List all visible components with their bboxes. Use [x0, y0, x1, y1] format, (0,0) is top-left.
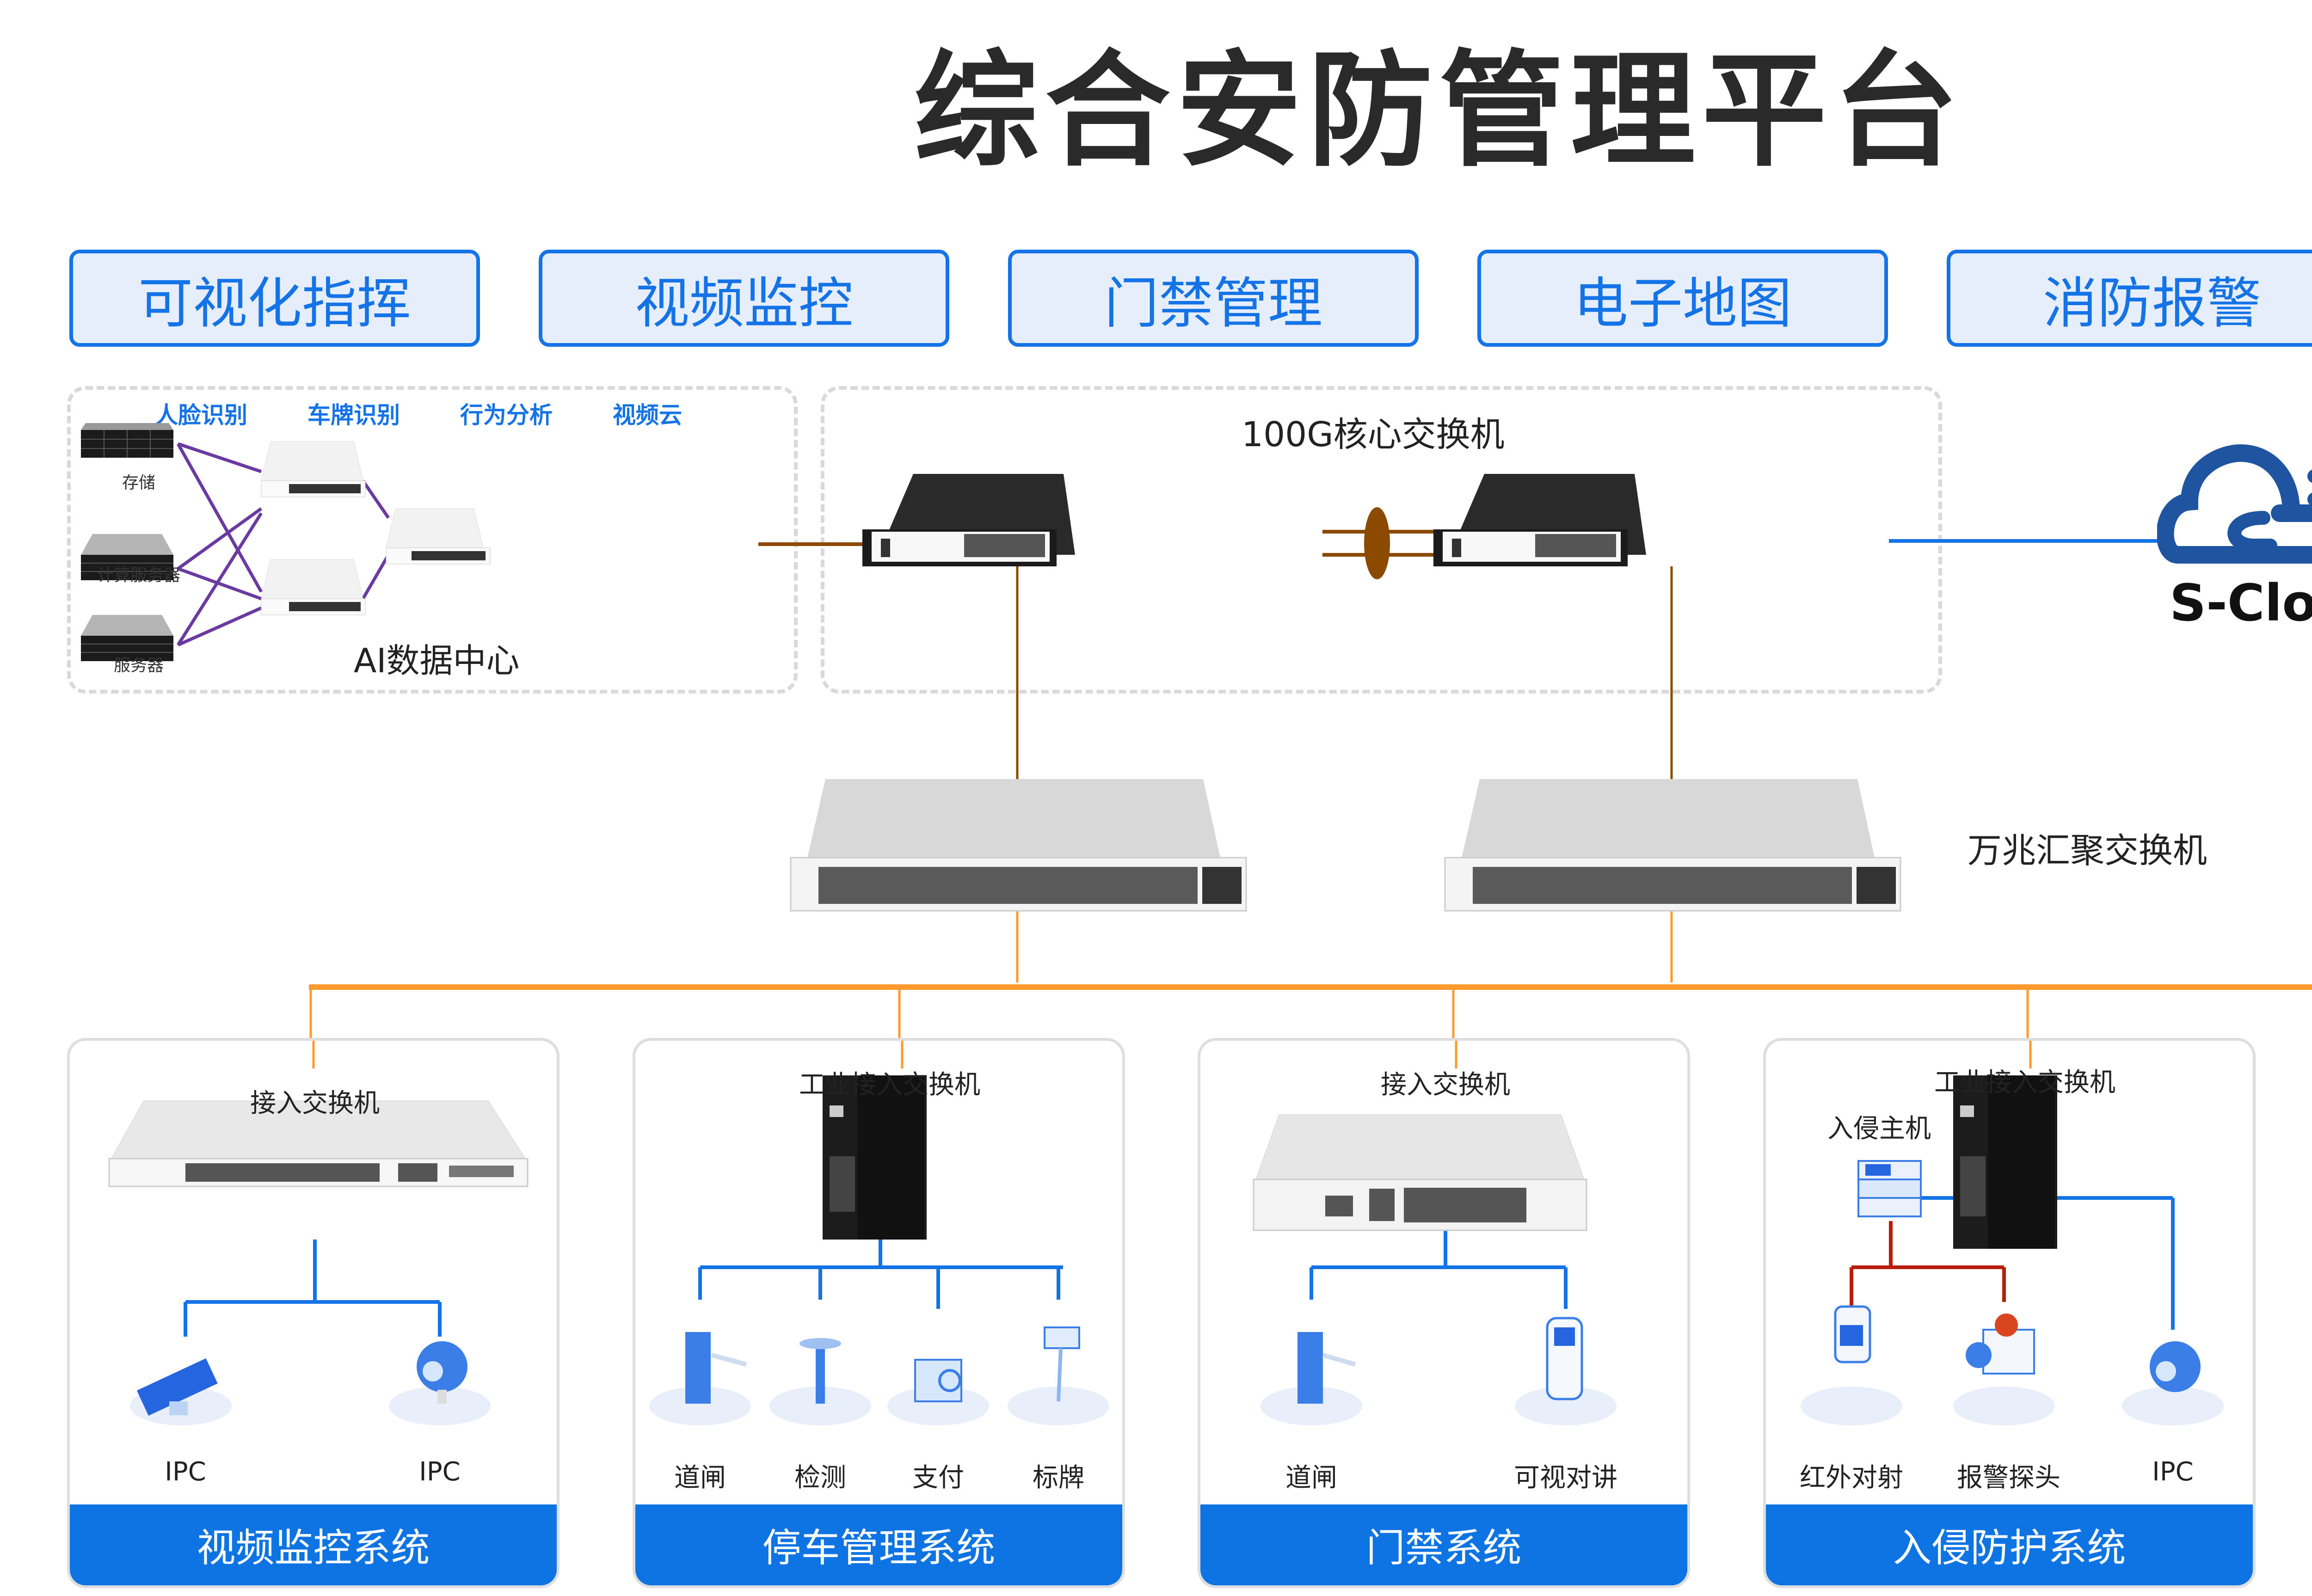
intrusion-host-icon	[1857, 1160, 1922, 1217]
service-plate-recognition: 车牌识别	[307, 402, 400, 429]
video-intercom-icon	[1515, 1317, 1617, 1425]
system-panel-access: 接入交换机 道闸 可视对讲 门禁系统	[1198, 1038, 1690, 1588]
module-access-control[interactable]: 门禁管理	[1008, 250, 1419, 347]
device-label-ipc-1: IPC	[165, 1457, 206, 1487]
aggregation-switch-1-icon	[790, 779, 1247, 912]
system-title[interactable]: 门禁系统	[1200, 1504, 1687, 1585]
ai-datacenter-caption: AI数据中心	[354, 641, 520, 680]
detector-icon	[769, 1338, 871, 1425]
link-aggregation-ring	[1364, 507, 1390, 579]
s-cloud-logo-icon	[2157, 444, 2312, 564]
service-behavior-analysis: 行为分析	[460, 402, 553, 429]
aggregation-switch-label: 万兆汇聚交换机	[1968, 831, 2207, 871]
infrared-beam-icon	[1801, 1305, 1902, 1425]
device-label-gate: 道闸	[674, 1463, 726, 1493]
industrial-switch-icon	[823, 1075, 927, 1240]
system-title[interactable]: 停车管理系统	[635, 1504, 1122, 1585]
module-electronic-map[interactable]: 电子地图	[1477, 250, 1888, 347]
aggregation-switch-2-icon	[1444, 779, 1901, 912]
server-icon	[81, 615, 173, 661]
bullet-camera-icon	[130, 1358, 232, 1425]
page-title: 综合安防管理平台	[914, 38, 1965, 184]
device-label-detection: 检测	[794, 1463, 846, 1493]
core-switch-label: 100G核心交换机	[1242, 415, 1505, 454]
intrusion-links	[1801, 1041, 2224, 1425]
parking-links	[649, 1041, 1109, 1425]
s-cloud-label: S-Cloud	[2170, 573, 2312, 632]
barrier-gate-icon	[1261, 1332, 1362, 1425]
module-visual-command[interactable]: 可视化指挥	[69, 250, 480, 347]
leaf-switch-1-icon	[261, 441, 366, 497]
storage-server-icon	[81, 423, 173, 458]
device-label-infrared: 红外对射	[1800, 1463, 1903, 1493]
400g-links	[176, 442, 390, 647]
barrier-gate-icon	[649, 1332, 751, 1425]
device-label-ipc-2: IPC	[419, 1457, 461, 1487]
access-switch-icon	[108, 1100, 529, 1187]
device-label-ipc: IPC	[2152, 1457, 2194, 1487]
leaf-switch-2-icon	[261, 559, 366, 615]
system-panel-intrusion: 工业接入交换机 入侵主机 红外对射 报警探头 IPC 入侵防护系统	[1763, 1038, 2256, 1588]
core-switch-2-icon	[1433, 474, 1646, 566]
module-fire-alarm[interactable]: 消防报警	[1947, 250, 2312, 347]
ai-datacenter-diagram	[81, 423, 491, 661]
system-title[interactable]: 视频监控系统	[70, 1504, 557, 1585]
system-panel-video: 接入交换机 IPC IPC 视频监控系统	[67, 1038, 560, 1588]
spine-switch-icon	[386, 508, 491, 565]
industrial-switch-icon	[1953, 1075, 2057, 1249]
switch-label: 接入交换机	[1381, 1070, 1510, 1100]
system-title[interactable]: 入侵防护系统	[1766, 1504, 2253, 1585]
dome-camera-icon	[389, 1341, 491, 1425]
core-switch-1-icon	[862, 474, 1075, 566]
host-label: 入侵主机	[1827, 1114, 1931, 1144]
service-face-recognition: 人脸识别	[155, 402, 247, 429]
payment-terminal-icon	[887, 1359, 989, 1425]
signboard-icon	[1008, 1326, 1109, 1425]
device-label-signboard: 标牌	[1033, 1463, 1084, 1493]
service-video-cloud: 视频云	[613, 402, 682, 429]
device-label-payment: 支付	[912, 1463, 964, 1493]
system-panel-parking: 工业接入交换机 道闸 检测 支付 标牌 停车管理系统	[633, 1038, 1125, 1588]
device-label-alarm-probe: 报警探头	[1957, 1463, 2060, 1493]
desktop-switch-icon	[1253, 1114, 1587, 1231]
dome-camera-icon	[2122, 1341, 2224, 1425]
access-links	[1253, 1041, 1617, 1425]
module-video-surveillance[interactable]: 视频监控	[539, 250, 949, 347]
switch-label: 接入交换机	[250, 1088, 380, 1118]
ai-datacenter-group	[67, 386, 798, 694]
device-label-intercom: 可视对讲	[1514, 1463, 1617, 1493]
video-links	[108, 1041, 529, 1425]
switch-label: 工业接入交换机	[1934, 1068, 2115, 1098]
server-label-compute: 计算服务器	[97, 566, 180, 585]
alarm-detector-icon	[1953, 1314, 2055, 1425]
server-label-server: 服务器	[113, 656, 164, 675]
device-label-gate: 道闸	[1285, 1463, 1337, 1493]
compute-server-icon	[81, 534, 173, 580]
server-label-storage: 存储	[122, 473, 155, 492]
switch-label: 工业接入交换机	[799, 1070, 980, 1100]
